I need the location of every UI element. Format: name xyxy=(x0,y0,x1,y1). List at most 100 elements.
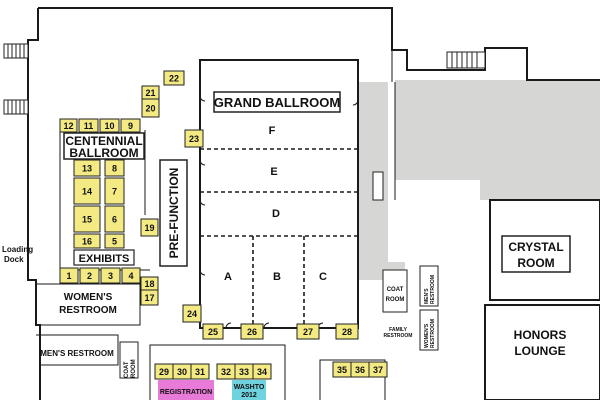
booth-1-box[interactable] xyxy=(59,267,79,284)
booth-5[interactable]: 5 xyxy=(104,233,125,249)
booth-34-box[interactable] xyxy=(252,363,272,380)
booth-9-box[interactable] xyxy=(120,118,141,133)
booth-13-number: 13 xyxy=(82,164,92,174)
booth-10-box[interactable] xyxy=(99,118,120,133)
stairs-northeast xyxy=(446,51,486,69)
booth-28[interactable]: 28 xyxy=(335,323,359,340)
mens-restroom-small-label-2: RESTROOM xyxy=(430,275,436,304)
booth-10[interactable]: 10 xyxy=(99,118,120,133)
coat-room-left xyxy=(119,341,139,379)
washto-desk xyxy=(232,380,266,400)
family-restroom-label-1: FAMILY xyxy=(389,327,408,333)
booth-6[interactable]: 6 xyxy=(104,205,125,233)
booth-25[interactable]: 25 xyxy=(202,323,224,340)
booth-4[interactable]: 4 xyxy=(121,267,141,284)
lobby-wall-right xyxy=(319,359,386,400)
honors-lounge xyxy=(484,304,600,400)
booth-21[interactable]: 21 xyxy=(141,85,160,100)
booth-19[interactable]: 19 xyxy=(140,218,159,237)
booth-31[interactable]: 31 xyxy=(190,363,210,380)
booth-37-number: 37 xyxy=(373,365,383,375)
booth-15[interactable]: 15 xyxy=(73,205,101,233)
booth-32[interactable]: 32 xyxy=(216,363,236,380)
crystal-room-label-2: ROOM xyxy=(517,256,554,270)
booth-24[interactable]: 24 xyxy=(182,304,202,323)
booth-28-box[interactable] xyxy=(335,323,359,340)
centennial-ballroom-label-1: CENTENNIAL xyxy=(65,134,142,148)
booth-17[interactable]: 17 xyxy=(140,289,159,306)
coat-room-right-label-1: COAT xyxy=(387,287,404,293)
booth-14-box[interactable] xyxy=(73,177,101,205)
registration-label: REGISTRATION xyxy=(160,389,212,396)
registration-desk xyxy=(158,380,214,400)
booth-23[interactable]: 23 xyxy=(184,129,204,148)
booth-13[interactable]: 13 xyxy=(73,159,101,177)
booth-19-box[interactable] xyxy=(140,218,159,237)
booth-11-box[interactable] xyxy=(78,118,99,133)
booth-34[interactable]: 34 xyxy=(252,363,272,380)
booth-2-box[interactable] xyxy=(79,267,100,284)
booth-18-box[interactable] xyxy=(140,276,159,291)
section-b-label: B xyxy=(273,271,281,283)
booth-36[interactable]: 36 xyxy=(350,361,370,378)
washto-label-2: 2012 xyxy=(241,392,257,399)
booth-26[interactable]: 26 xyxy=(240,323,264,340)
booth-30[interactable]: 30 xyxy=(172,363,192,380)
coat-room-right-label-2: ROOM xyxy=(386,297,405,303)
booth-20-number: 20 xyxy=(145,104,155,114)
booth-2[interactable]: 2 xyxy=(79,267,100,284)
booth-4-box[interactable] xyxy=(121,267,141,284)
booth-24-box[interactable] xyxy=(182,304,202,323)
booth-8-box[interactable] xyxy=(104,159,125,177)
booth-4-number: 4 xyxy=(128,271,133,281)
womens-restroom-walls xyxy=(36,283,141,326)
west-exterior-wall xyxy=(27,8,41,400)
service-door-box xyxy=(372,171,384,201)
booth-1[interactable]: 1 xyxy=(59,267,79,284)
crystal-room-label-1: CRYSTAL xyxy=(508,240,563,254)
booth-35[interactable]: 35 xyxy=(332,361,352,378)
booth-22[interactable]: 22 xyxy=(163,70,185,86)
booth-7[interactable]: 7 xyxy=(104,177,125,205)
booth-7-box[interactable] xyxy=(104,177,125,205)
booth-12[interactable]: 12 xyxy=(59,118,78,133)
booth-5-box[interactable] xyxy=(104,233,125,249)
booth-9[interactable]: 9 xyxy=(120,118,141,133)
booth-22-box[interactable] xyxy=(163,70,185,86)
booth-13-box[interactable] xyxy=(73,159,101,177)
booth-11-number: 11 xyxy=(84,121,94,131)
booth-16[interactable]: 16 xyxy=(73,233,101,249)
booth-3-box[interactable] xyxy=(100,267,121,284)
booth-21-box[interactable] xyxy=(141,85,160,100)
booth-27[interactable]: 27 xyxy=(296,323,320,340)
booth-37[interactable]: 37 xyxy=(368,361,388,378)
booth-8[interactable]: 8 xyxy=(104,159,125,177)
booth-20[interactable]: 20 xyxy=(141,98,160,118)
booth-11[interactable]: 11 xyxy=(78,118,99,133)
booth-25-box[interactable] xyxy=(202,323,224,340)
booth-23-number: 23 xyxy=(189,134,199,144)
exhibits-label-box xyxy=(73,249,135,266)
booth-14[interactable]: 14 xyxy=(73,177,101,205)
booth-6-box[interactable] xyxy=(104,205,125,233)
washto-label-1: WASHTO xyxy=(234,384,265,391)
booth-3[interactable]: 3 xyxy=(100,267,121,284)
booth-37-box[interactable] xyxy=(368,361,388,378)
booth-27-box[interactable] xyxy=(296,323,320,340)
booth-12-box[interactable] xyxy=(59,118,78,133)
booth-12-number: 12 xyxy=(63,121,73,131)
booth-29[interactable]: 29 xyxy=(154,363,174,380)
booth-26-box[interactable] xyxy=(240,323,264,340)
grand-ballroom-label-box xyxy=(213,91,341,113)
booth-35-number: 35 xyxy=(337,365,347,375)
booth-15-box[interactable] xyxy=(73,205,101,233)
booth-23-box[interactable] xyxy=(184,129,204,148)
section-c-label: C xyxy=(319,271,327,283)
booth-16-box[interactable] xyxy=(73,233,101,249)
booth-18[interactable]: 18 xyxy=(140,276,159,291)
booth-31-box[interactable] xyxy=(190,363,210,380)
booth-33[interactable]: 33 xyxy=(234,363,254,380)
booth-36-number: 36 xyxy=(355,365,365,375)
